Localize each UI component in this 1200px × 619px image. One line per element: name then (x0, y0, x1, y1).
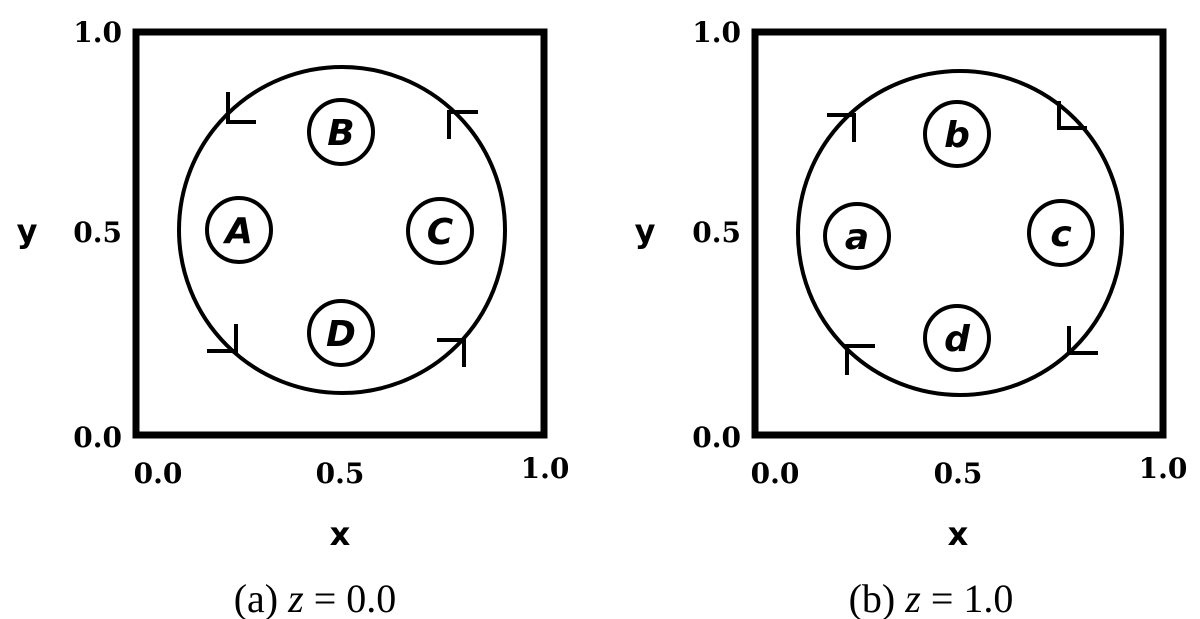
panel-b-ytick-bottom: 0.0 (692, 421, 741, 454)
panel-b-region-b-circle (923, 100, 991, 168)
panel-a-xlabel: x (330, 515, 351, 553)
panel-a-region-A-label: A (222, 211, 253, 252)
panel-a-frame (132, 28, 548, 439)
panel-a-region-D-label: D (326, 314, 356, 355)
panel-a-arrow-bottom-left (207, 324, 238, 353)
panel-b-region-c-label: c (1050, 214, 1071, 255)
panel-b-caption: (b) z = 1.0 (849, 576, 1014, 619)
panel-b-arrow-top-right (1057, 101, 1087, 130)
panel-a-caption-prefix: (a) (234, 576, 288, 619)
panel-b-caption-var: z (904, 576, 921, 619)
panel-b-region-d-label: d (944, 319, 971, 360)
panel-a-region-D-circle (307, 299, 375, 367)
panel-a-xtick-right: 1.0 (521, 452, 570, 485)
panel-a-flow-circle (177, 65, 507, 395)
panel-a-xtick-left: 0.0 (134, 457, 183, 490)
panel-b-xtick-mid: 0.5 (934, 457, 983, 490)
panel-a-ytick-bottom: 0.0 (73, 421, 122, 454)
panel-b-region-a-label: a (845, 217, 869, 258)
panel-a-arrow-top-right (447, 110, 478, 139)
panel-a: 1.0 0.5 0.0 y 0.0 0.5 1.0 x A B C D (a) … (17, 16, 570, 619)
panel-a-ytick-top: 1.0 (73, 16, 122, 49)
panel-b-xlabel: x (948, 515, 969, 553)
panel-b-xtick-right: 1.0 (1139, 452, 1188, 485)
panel-b-caption-suffix: = 1.0 (921, 576, 1014, 619)
panel-b: 1.0 0.5 0.0 y 0.0 0.5 1.0 x a b c d (b) … (635, 16, 1188, 619)
panel-a-ylabel: y (17, 212, 38, 250)
panel-a-arrow-top-left (226, 92, 256, 124)
panel-a-xtick-mid: 0.5 (316, 457, 365, 490)
panel-b-ytick-top: 1.0 (692, 16, 741, 49)
panel-b-flow-circle (796, 69, 1124, 397)
panel-a-caption: (a) z = 0.0 (234, 576, 397, 619)
panel-b-caption-prefix: (b) (849, 576, 906, 619)
panel-a-caption-var: z (287, 576, 304, 619)
panel-a-ytick-mid: 0.5 (73, 216, 122, 249)
panel-b-region-a-circle (823, 202, 891, 270)
panel-b-region-d-circle (923, 304, 991, 372)
panel-a-caption-suffix: = 0.0 (304, 576, 397, 619)
panel-a-arrow-bottom-right (437, 338, 466, 367)
panel-b-frame (751, 28, 1167, 439)
panel-b-arrow-bottom-left (845, 344, 875, 375)
panel-b-arrow-top-left (827, 113, 856, 142)
panel-a-region-B-label: B (327, 113, 354, 154)
panel-a-region-C-circle (406, 197, 474, 265)
panel-a-region-A-circle (205, 196, 273, 264)
panel-a-region-C-label: C (427, 212, 454, 253)
panel-b-region-b-label: b (944, 115, 970, 156)
panel-b-region-c-circle (1027, 199, 1095, 267)
panel-a-region-B-circle (307, 98, 375, 166)
panel-b-ylabel: y (635, 212, 656, 250)
panel-b-xtick-left: 0.0 (751, 457, 800, 490)
panel-b-ytick-mid: 0.5 (692, 216, 741, 249)
panel-b-arrow-bottom-right (1067, 326, 1098, 355)
